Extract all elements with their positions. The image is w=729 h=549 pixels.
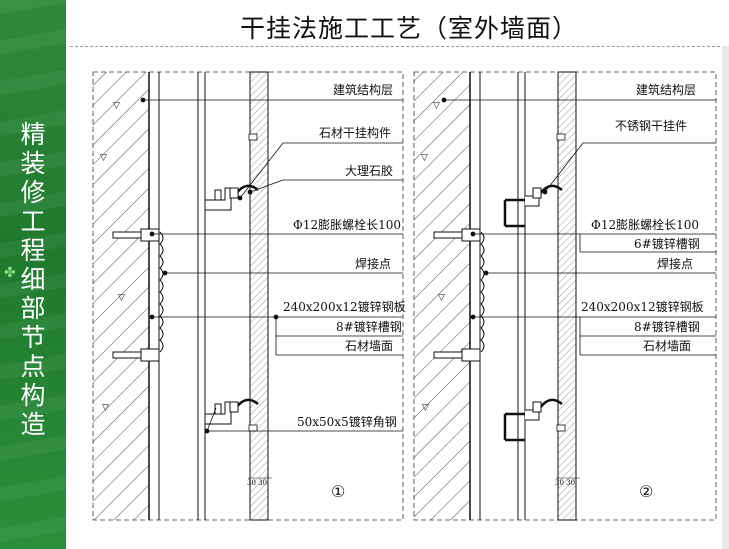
detail-1-label-weld: 焊接点 (355, 256, 391, 271)
detail-1-label-stone: 石材墙面 (345, 339, 393, 353)
detail-1-stone-joint-upper (248, 133, 258, 141)
sidebar-decoration (0, 0, 66, 549)
detail-2-dimension: 30 30 (555, 477, 580, 487)
detail-2-channel-section-lower (503, 398, 563, 442)
clover-icon: ✤ (4, 265, 16, 281)
concrete-mark: ▽ (118, 293, 125, 303)
detail-2: ▽ ▽ ▽ ▽ (413, 71, 717, 521)
detail-2-label-weld: 焊接点 (657, 256, 693, 271)
detail-1-label-angle: 50x50x5镀锌角钢 (297, 415, 397, 429)
detail-2-label-channel8: 8#镀锌槽钢 (634, 320, 700, 334)
detail-2-weld-bead (480, 231, 485, 353)
detail-2-expansion-bolt-lower (433, 348, 481, 362)
right-edge-bar (722, 46, 729, 549)
detail-1-label-glue: 大理石胶 (345, 163, 393, 178)
detail-2-stone-joint-lower (556, 424, 566, 432)
detail-1-expansion-bolt-lower (112, 348, 160, 362)
detail-1-dimension-text: 30 30 (247, 479, 267, 487)
detail-2-number: ② (639, 482, 653, 501)
detail-1-label-channel: 8#镀锌槽钢 (336, 320, 402, 334)
detail-1: ▽ ▽ ▽ ▽ (92, 71, 406, 521)
concrete-mark: ▽ (113, 101, 120, 111)
detail-1-number: ① (331, 482, 345, 501)
concrete-mark: ▽ (438, 293, 445, 303)
detail-1-stone-joint-lower (248, 424, 258, 432)
sidebar: ✤ 精装修工程细部节点构造 (0, 0, 66, 549)
detail-2-channel-section-upper (503, 184, 563, 228)
concrete-mark: ▽ (422, 403, 429, 413)
concrete-mark: ▽ (421, 153, 428, 163)
detail-1-label-structure: 建筑结构层 (333, 82, 393, 97)
title-divider (70, 46, 725, 47)
detail-1-stone-hanger-upper (204, 184, 259, 211)
detail-1-stone-panel (249, 71, 269, 521)
detail-2-label-hanger: 不锈钢干挂件 (615, 119, 687, 133)
detail-2-label-plate: 240x200x12镀锌钢板 (581, 300, 704, 314)
detail-2-stone-panel (557, 71, 577, 521)
detail-2-label-structure: 建筑结构层 (636, 82, 696, 97)
concrete-mark: ▽ (102, 403, 109, 413)
page-title: 干挂法施工工艺（室外墙面） (240, 14, 579, 43)
detail-1-leaders (140, 97, 403, 434)
detail-2-label-stone: 石材墙面 (643, 339, 691, 353)
detail-2-stone-joint-upper (556, 133, 566, 141)
detail-2-label-channel6: 6#镀锌槽钢 (634, 237, 700, 251)
detail-1-label-bolt: Φ12膨胀螺栓长100 (293, 217, 401, 232)
detail-1-label-plate: 240x200x12镀锌钢板 (283, 300, 406, 314)
sidebar-title: 精装修工程细部节点构造 (20, 120, 46, 439)
detail-1-label-hanger: 石材干挂构件 (319, 125, 391, 140)
detail-2-dimension-text: 30 30 (555, 479, 575, 487)
detail-2-expansion-bolt-upper (433, 228, 481, 242)
detail-2-label-bolt: Φ12膨胀螺栓长100 (591, 217, 699, 232)
detail-2-leaders (441, 97, 716, 356)
detail-2-structure-wall (414, 72, 470, 520)
detail-1-structure-wall (93, 72, 149, 520)
concrete-mark: ▽ (433, 101, 440, 111)
concrete-mark: ▽ (100, 153, 107, 163)
detail-1-weld-bead (159, 231, 164, 353)
detail-1-dimension: 30 30 (247, 477, 272, 487)
